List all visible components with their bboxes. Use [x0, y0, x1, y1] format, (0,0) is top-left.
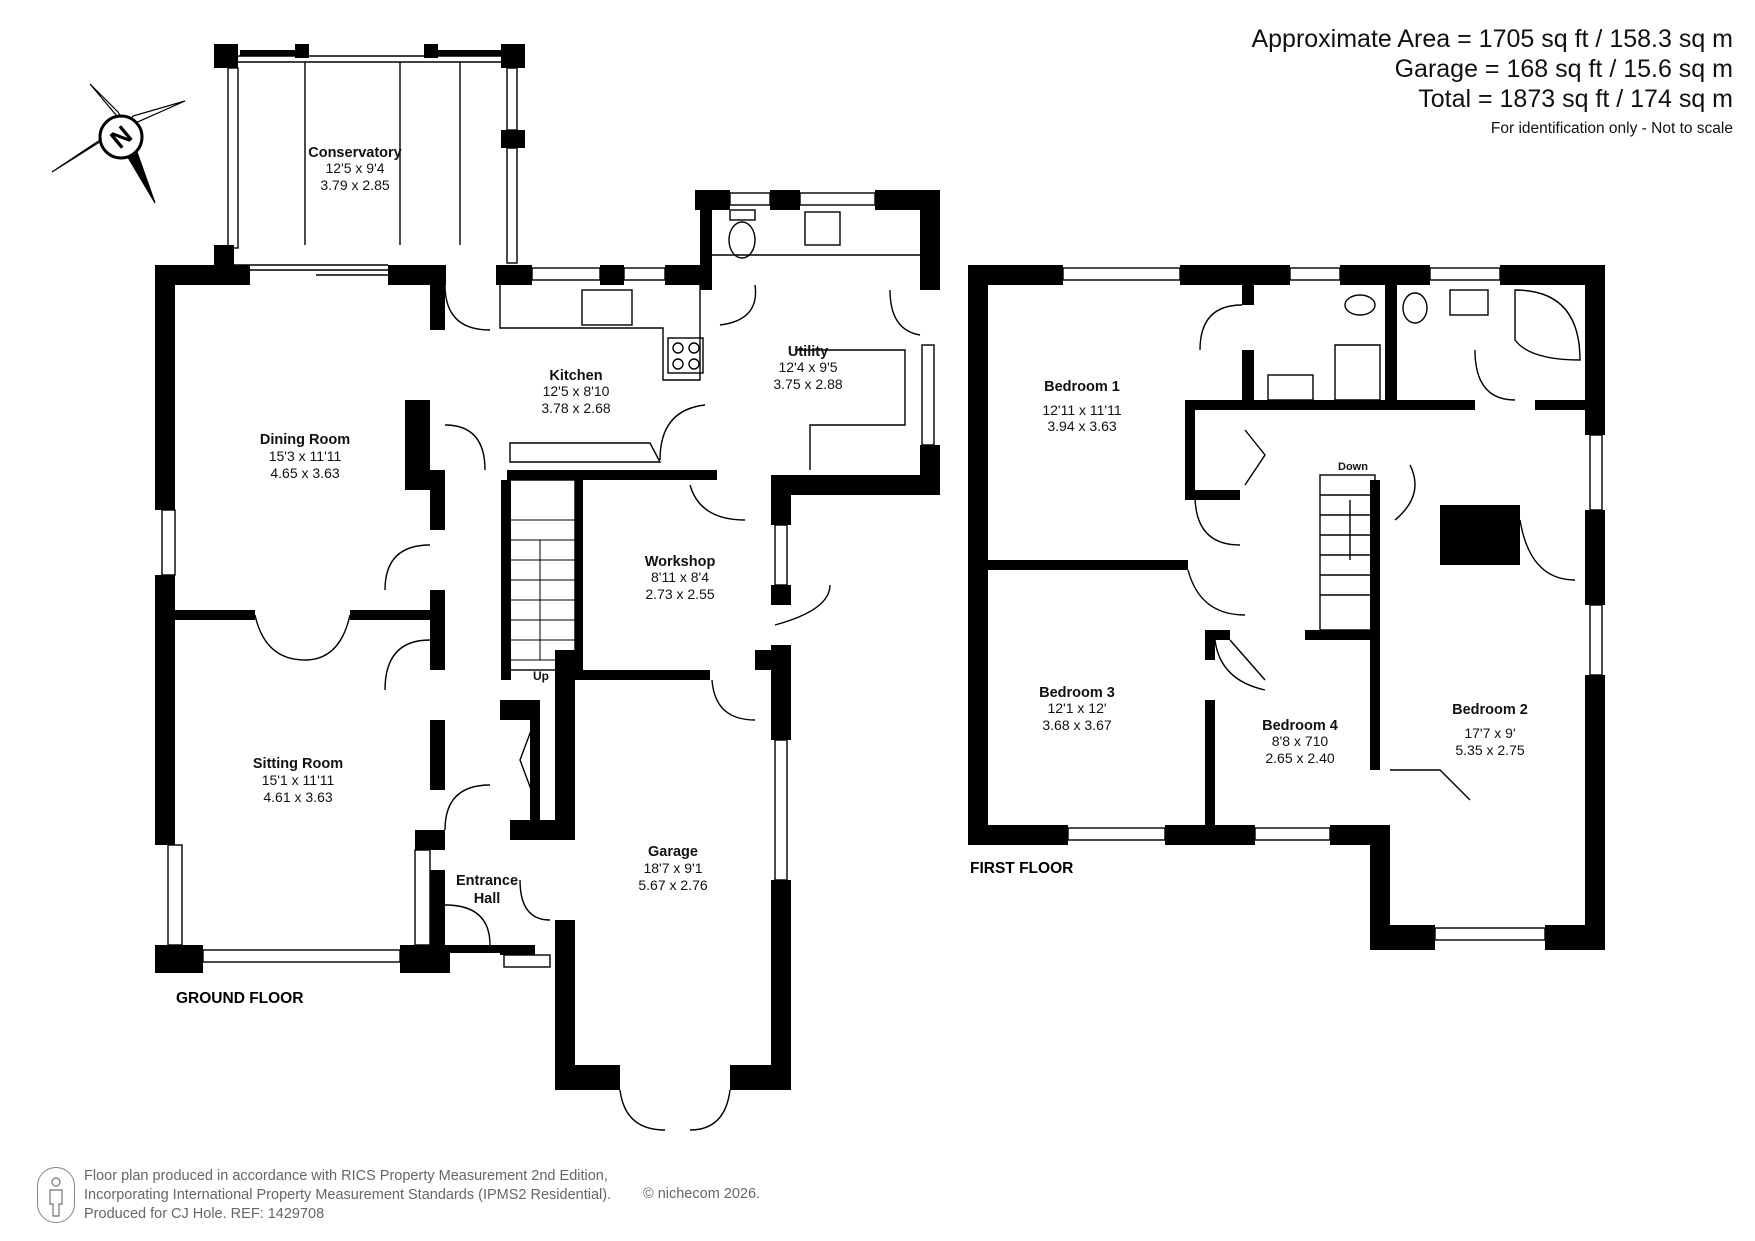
stairs-down-label: Down — [1338, 461, 1368, 473]
room-size-imperial: 15'3 x 11'11 — [269, 448, 342, 464]
area-summary: Approximate Area = 1705 sq ft / 158.3 sq… — [1251, 24, 1733, 138]
room-size-metric: 2.65 x 2.40 — [1265, 750, 1334, 766]
room-workshop: Workshop 8'11 x 8'4 2.73 x 2.55 — [645, 554, 716, 602]
ground-floor-title: GROUND FLOOR — [176, 990, 303, 1007]
first-floor-title: FIRST FLOOR — [970, 860, 1073, 877]
room-name: Conservatory — [308, 145, 401, 161]
room-size-imperial: 12'11 x 11'11 — [1042, 402, 1122, 418]
room-name: Kitchen — [549, 368, 602, 384]
room-bedroom4: Bedroom 4 8'8 x 710 2.65 x 2.40 — [1262, 718, 1338, 766]
room-name: Bedroom 3 — [1039, 685, 1115, 701]
compass-icon: N — [51, 83, 186, 204]
scale-note: For identification only - Not to scale — [1490, 120, 1733, 137]
room-name: Entrance — [456, 873, 518, 889]
room-size-imperial: 8'11 x 8'4 — [651, 569, 709, 585]
room-size-metric: 2.73 x 2.55 — [645, 586, 714, 602]
footer-line-3: Produced for CJ Hole. REF: 1429708 — [84, 1206, 325, 1222]
room-size-imperial: 8'8 x 710 — [1272, 733, 1329, 749]
room-name: Garage — [648, 844, 698, 860]
room-size-imperial: 12'5 x 9'4 — [325, 160, 384, 176]
room-entrance-hall: Entrance Hall — [456, 873, 518, 907]
room-size-metric: 3.78 x 2.68 — [541, 400, 610, 416]
room-size-metric: 3.94 x 3.63 — [1047, 418, 1116, 434]
room-utility: Utility 12'4 x 9'5 3.75 x 2.88 — [773, 344, 842, 392]
area-approximate: Approximate Area = 1705 sq ft / 158.3 sq… — [1251, 25, 1733, 53]
room-size-metric: 4.65 x 3.63 — [270, 465, 339, 481]
person-icon — [49, 1177, 63, 1217]
room-size-imperial: 17'7 x 9' — [1464, 725, 1515, 741]
room-bedroom3: Bedroom 3 12'1 x 12' 3.68 x 3.67 — [1039, 685, 1115, 733]
person-logo-icon — [37, 1167, 75, 1223]
room-size-metric: 3.68 x 3.67 — [1042, 717, 1111, 733]
room-size-metric: 5.67 x 2.76 — [638, 877, 707, 893]
room-bedroom1: Bedroom 1 12'11 x 11'11 3.94 x 3.63 — [1042, 379, 1122, 434]
room-name-2: Hall — [474, 891, 501, 907]
room-name: Bedroom 1 — [1044, 379, 1120, 395]
room-size-metric: 4.61 x 3.63 — [263, 789, 332, 805]
room-size-metric: 5.35 x 2.75 — [1455, 742, 1524, 758]
room-size-imperial: 15'1 x 11'11 — [262, 772, 335, 788]
room-sitting: Sitting Room 15'1 x 11'11 4.61 x 3.63 — [253, 756, 343, 805]
area-total: Total = 1873 sq ft / 174 sq m — [1418, 85, 1733, 113]
room-size-metric: 3.75 x 2.88 — [773, 376, 842, 392]
ground-floor-details — [161, 55, 935, 1131]
room-name: Bedroom 2 — [1452, 702, 1528, 718]
room-name: Workshop — [645, 554, 716, 570]
first-floor-walls — [968, 265, 1605, 950]
ground-floor-walls — [155, 44, 940, 1090]
room-name: Sitting Room — [253, 756, 343, 772]
room-size-imperial: 12'1 x 12' — [1047, 700, 1106, 716]
footer-line-2: Incorporating International Property Mea… — [84, 1187, 612, 1203]
footer: Floor plan produced in accordance with R… — [84, 1167, 611, 1224]
room-labels: Conservatory 12'5 x 9'4 3.79 x 2.85 Kitc… — [253, 145, 1528, 907]
room-garage: Garage 18'7 x 9'1 5.67 x 2.76 — [638, 844, 707, 893]
room-name: Bedroom 4 — [1262, 718, 1338, 734]
area-garage: Garage = 168 sq ft / 15.6 sq m — [1394, 55, 1733, 83]
room-name: Utility — [788, 344, 828, 360]
footer-copyright: © nichecom 2026. — [643, 1186, 761, 1202]
room-size-imperial: 12'4 x 9'5 — [778, 359, 837, 375]
footer-line-1: Floor plan produced in accordance with R… — [84, 1168, 608, 1184]
room-kitchen: Kitchen 12'5 x 8'10 3.78 x 2.68 — [541, 368, 610, 416]
room-bedroom2: Bedroom 2 17'7 x 9' 5.35 x 2.75 — [1452, 702, 1528, 758]
first-floor-details — [1062, 267, 1603, 941]
room-name: Dining Room — [260, 432, 350, 448]
stairs-up-label: Up — [533, 669, 549, 683]
room-conservatory: Conservatory 12'5 x 9'4 3.79 x 2.85 — [308, 145, 401, 193]
room-size-imperial: 12'5 x 8'10 — [543, 383, 610, 399]
room-size-imperial: 18'7 x 9'1 — [643, 860, 702, 876]
room-size-metric: 3.79 x 2.85 — [320, 177, 389, 193]
room-dining: Dining Room 15'3 x 11'11 4.65 x 3.63 — [260, 432, 350, 481]
